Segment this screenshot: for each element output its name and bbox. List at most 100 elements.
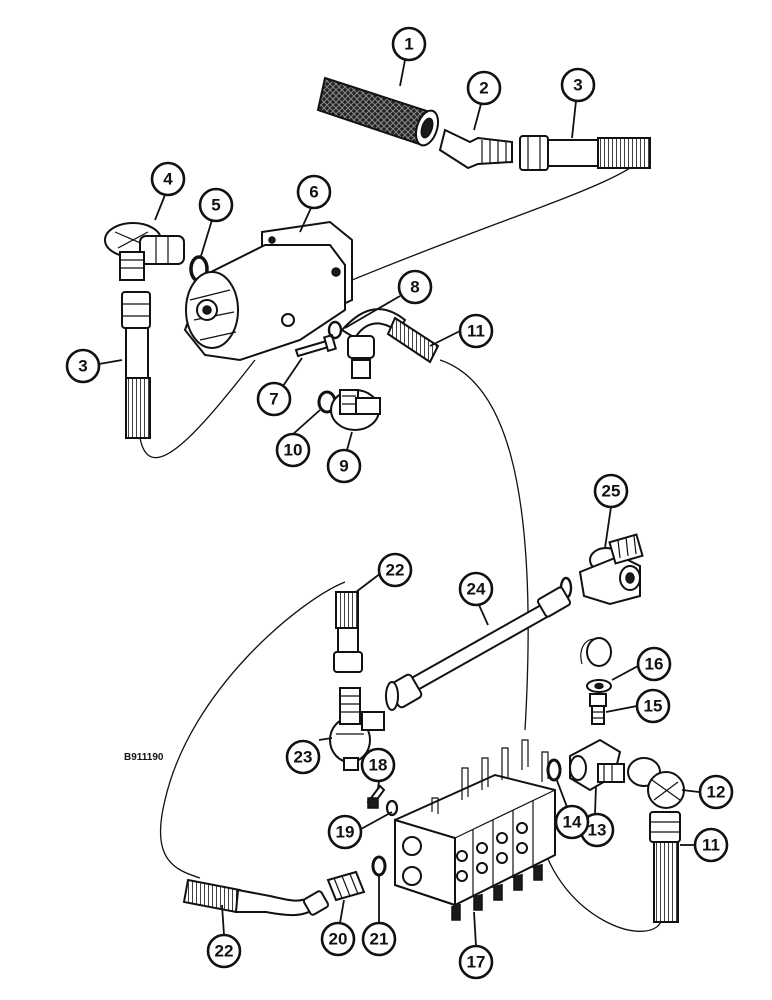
callout-circle: [150, 161, 186, 197]
callout-14: 14: [554, 804, 590, 840]
callout-5: 5: [198, 187, 234, 223]
hose-part-22-lower: [182, 878, 330, 917]
hose-fitting-part-3-top: [519, 135, 651, 171]
callout-21: 21: [361, 921, 397, 957]
elbow-fitting-part-13: [569, 738, 625, 792]
callout-label: 8: [410, 278, 419, 297]
callout-label: 22: [386, 561, 405, 580]
callout-circle: [275, 432, 311, 468]
callout-3: 3: [65, 348, 101, 384]
callout-3: 3: [560, 67, 596, 103]
callout-25: 25: [593, 473, 629, 509]
callout-circle: [198, 187, 234, 223]
callout-label: 6: [309, 183, 318, 202]
washer-part-8: [327, 320, 343, 340]
callout-circle: [326, 448, 362, 484]
o-ring-part-14: [546, 758, 562, 782]
callout-label: 18: [369, 756, 388, 775]
elbow-fitting-part-2: [438, 128, 513, 170]
callout-11: 11: [458, 313, 494, 349]
callout-label: 9: [339, 457, 348, 476]
strainer-part-1: [316, 76, 440, 147]
hydraulic-pump-part-6: [183, 220, 353, 362]
callout-label: 3: [78, 357, 87, 376]
callout-19: 19: [327, 814, 363, 850]
callout-label: 10: [284, 441, 303, 460]
dust-cap-part-16: [580, 637, 612, 693]
callout-15: 15: [635, 688, 671, 724]
callout-circle: [285, 739, 321, 775]
callout-label: 14: [563, 813, 582, 832]
callout-circle: [256, 381, 292, 417]
callout-circle: [65, 348, 101, 384]
callout-circle: [635, 688, 671, 724]
callout-circle: [327, 814, 363, 850]
callout-circle: [458, 571, 494, 607]
callout-label: 7: [269, 390, 278, 409]
callout-label: 13: [588, 821, 607, 840]
tee-fitting-part-25: [559, 533, 644, 606]
callout-circle: [466, 70, 502, 106]
callout-circle: [593, 473, 629, 509]
callout-circle: [560, 67, 596, 103]
callout-circle: [377, 552, 413, 588]
callout-2: 2: [466, 70, 502, 106]
callout-label: 23: [294, 748, 313, 767]
figure-code: B911190: [124, 752, 164, 763]
callout-22: 22: [377, 552, 413, 588]
callout-16: 16: [636, 646, 672, 682]
callout-1: 1: [391, 26, 427, 62]
callout-20: 20: [320, 921, 356, 957]
leader-lines: [98, 59, 700, 947]
callout-10: 10: [275, 432, 311, 468]
callout-label: 11: [467, 322, 485, 341]
callout-circle: [206, 933, 242, 969]
callout-label: 20: [329, 930, 348, 949]
tee-fitting-part-9: [330, 389, 381, 431]
callout-circle: [693, 827, 729, 863]
callout-circle: [698, 774, 734, 810]
hose-part-22-upper: [333, 591, 363, 673]
callout-label: 1: [404, 35, 413, 54]
callout-circle: [458, 944, 494, 980]
coupler-part-15: [589, 693, 607, 725]
callout-label: 21: [370, 930, 389, 949]
callout-11: 11: [693, 827, 729, 863]
callout-circle: [320, 921, 356, 957]
callout-circle: [361, 921, 397, 957]
hose-routing-lines: [139, 147, 663, 932]
callout-17: 17: [458, 944, 494, 980]
connector-part-20: [326, 870, 366, 902]
hose-elbow-part-11-top: [340, 308, 440, 379]
callout-12: 12: [698, 774, 734, 810]
callout-label: 4: [163, 170, 173, 189]
callout-label: 17: [467, 953, 486, 972]
callout-23: 23: [285, 739, 321, 775]
callout-8: 8: [397, 269, 433, 305]
callout-circle: [360, 747, 396, 783]
bolt-part-7: [294, 333, 338, 358]
callout-4: 4: [150, 161, 186, 197]
callout-label: 3: [573, 76, 582, 95]
callout-18: 18: [360, 747, 396, 783]
callout-label: 15: [644, 697, 663, 716]
hose-part-3-left: [121, 291, 151, 439]
callout-label: 19: [336, 823, 355, 842]
callout-circle: [391, 26, 427, 62]
callout-label: 5: [211, 196, 220, 215]
tee-fitting-part-23: [329, 687, 385, 771]
bolt-part-18: [366, 784, 386, 809]
callout-label: 11: [702, 836, 720, 855]
callout-circle: [397, 269, 433, 305]
control-valve-part-17: [394, 739, 556, 921]
callout-circle: [296, 174, 332, 210]
callout-6: 6: [296, 174, 332, 210]
callout-label: 12: [707, 783, 726, 802]
tube-part-24: [385, 586, 572, 711]
callout-circle: [554, 804, 590, 840]
callout-label: 16: [645, 655, 664, 674]
callout-label: 2: [479, 79, 488, 98]
callout-7: 7: [256, 381, 292, 417]
